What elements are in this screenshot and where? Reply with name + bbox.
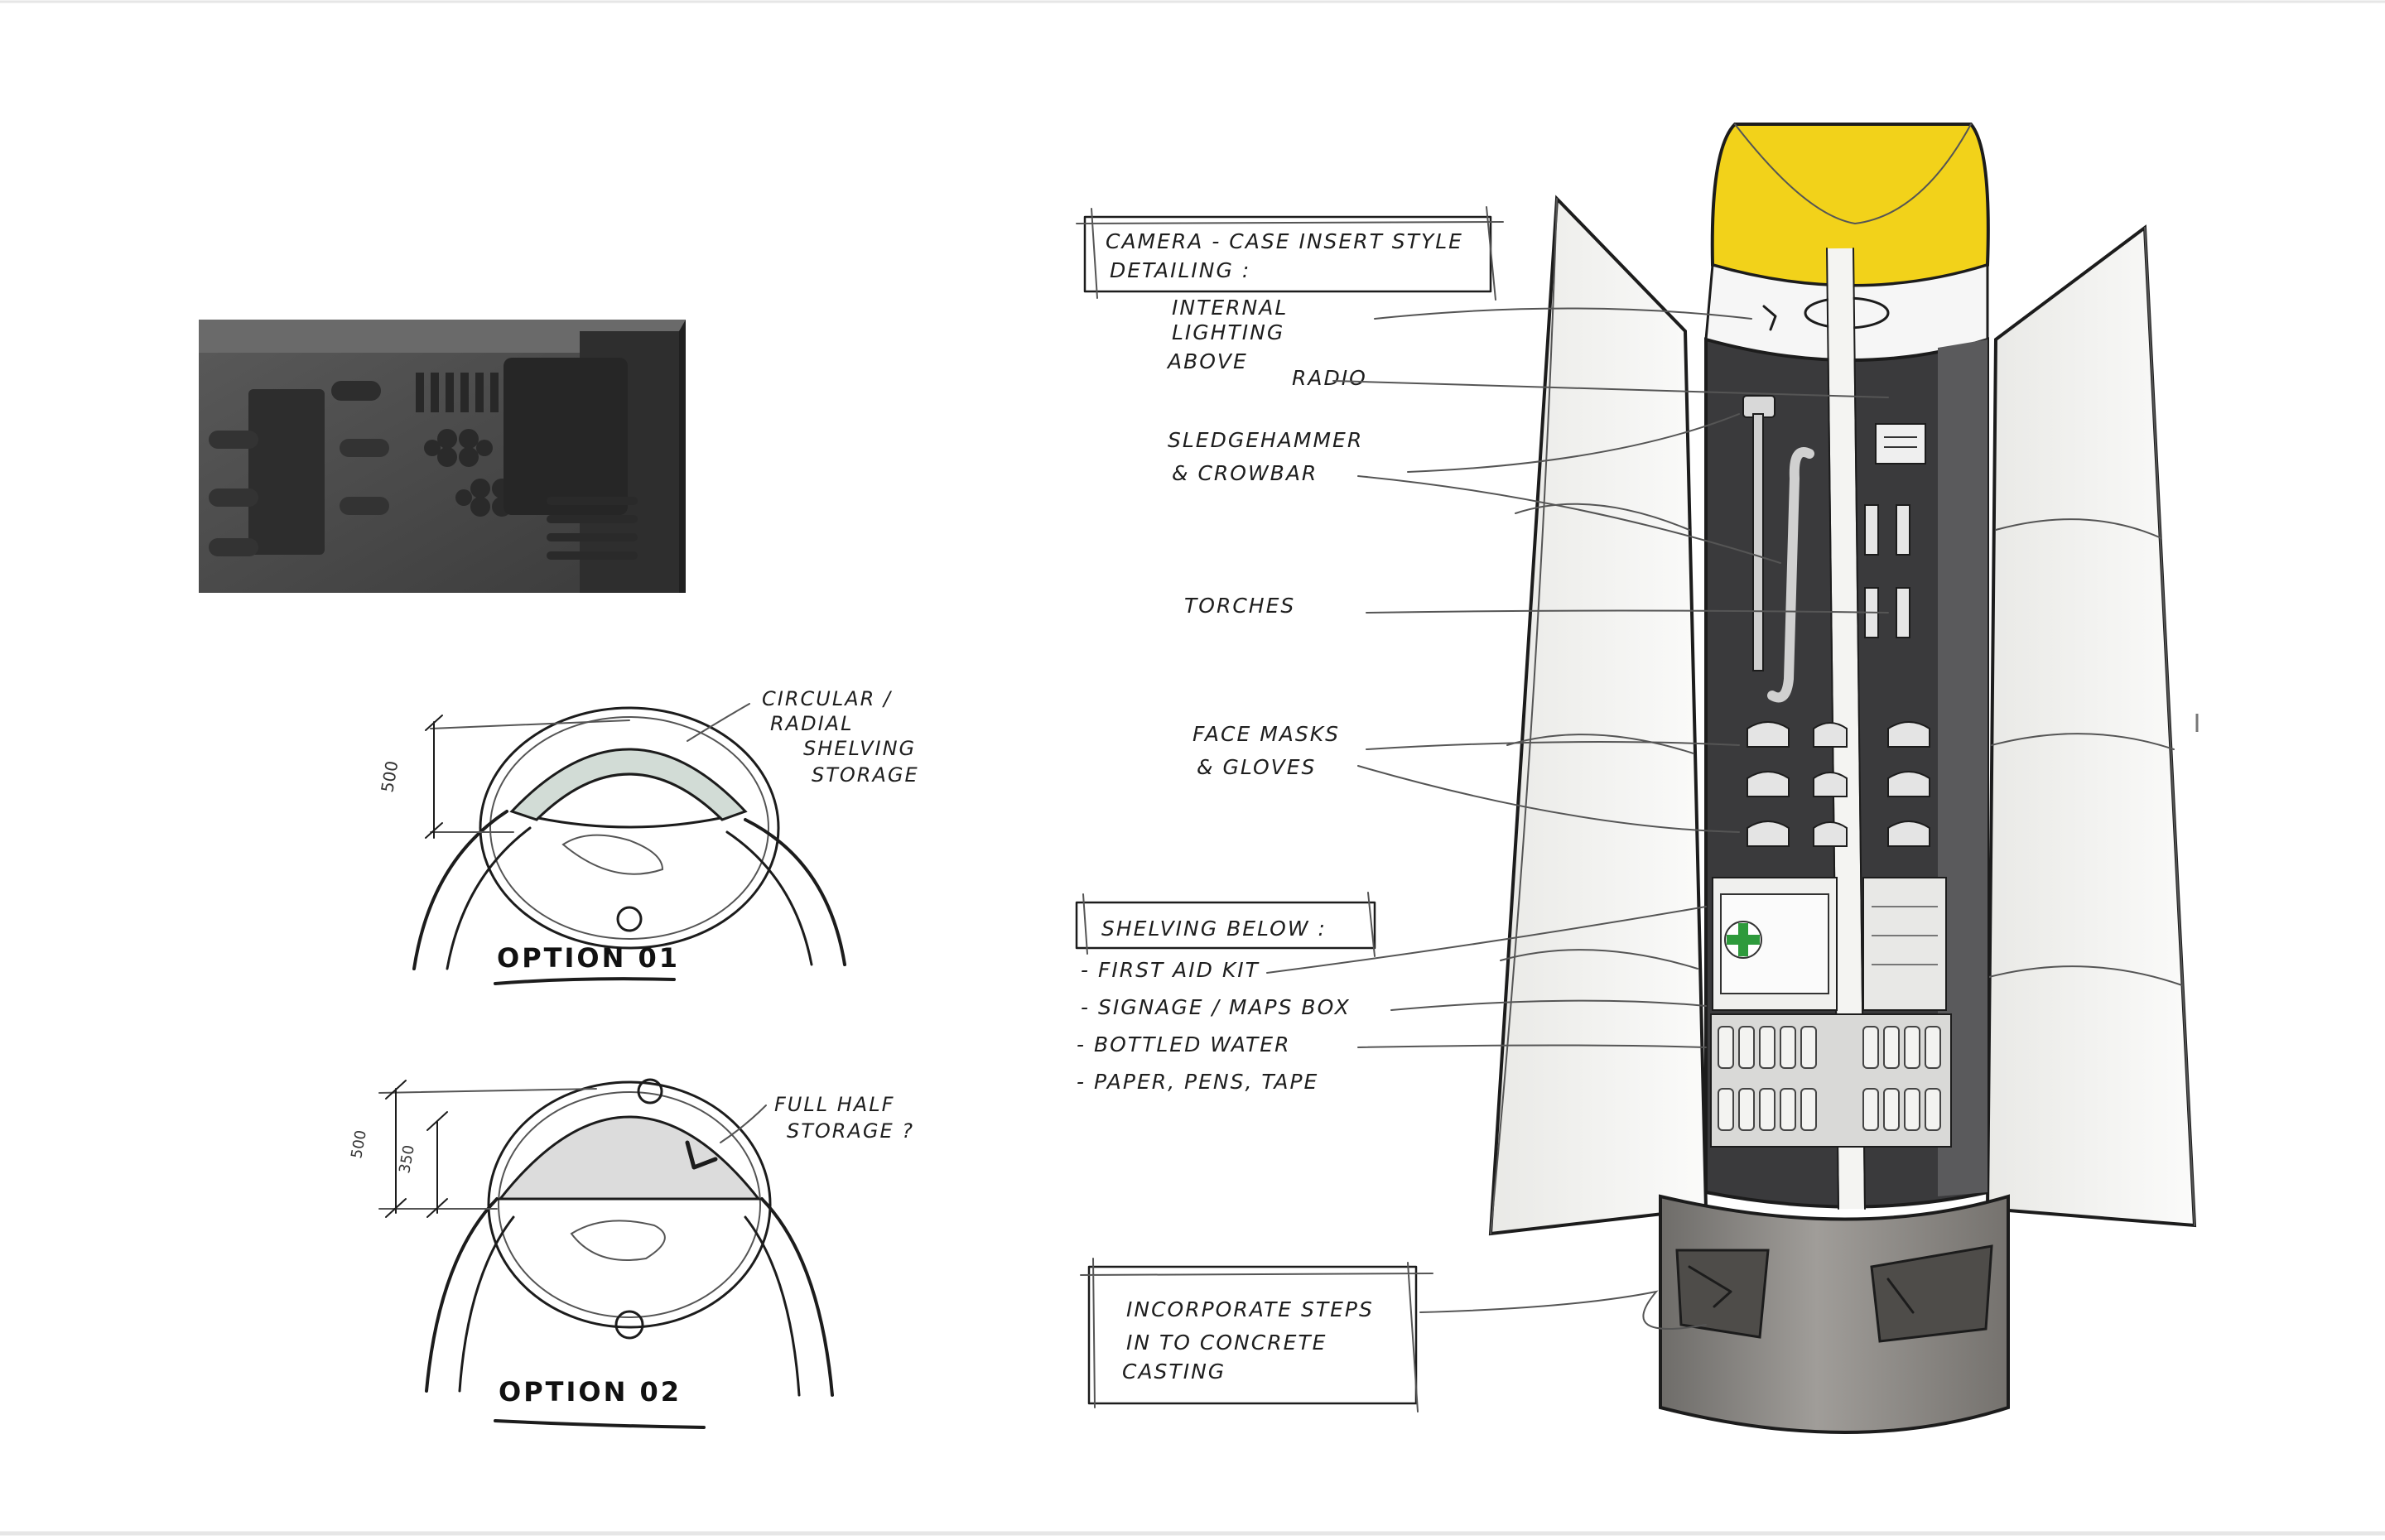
- lighting-line-1: INTERNAL: [1172, 296, 1288, 320]
- steps-line-3: CASTING: [1122, 1360, 1226, 1384]
- option-02-title: OPTION 02: [499, 1376, 682, 1408]
- plan-option-01: 500 CIRCULAR / RADIAL SHELVING STORAGE O…: [377, 687, 919, 985]
- option-01-title: OPTION 01: [497, 942, 680, 974]
- steps-line-1: INCORPORATE STEPS: [1126, 1297, 1374, 1321]
- shelving-title: SHELVING BELOW :: [1101, 917, 1327, 941]
- lighting-line-3: ABOVE: [1166, 349, 1248, 373]
- option-01-dim: 500: [377, 759, 402, 794]
- shelving-item-1: - FIRST AID KIT: [1081, 958, 1260, 982]
- camera-case-photo: [199, 320, 686, 593]
- first-aid-cross-icon: [1727, 923, 1760, 956]
- tower-callouts: CAMERA - CASE INSERT STYLE DETAILING : I…: [1075, 206, 1889, 1412]
- option-01-note-line-2: RADIAL: [770, 712, 853, 735]
- option-01-note-line-4: STORAGE: [812, 763, 919, 787]
- masks-line-1: FACE MASKS: [1192, 722, 1340, 746]
- plan-option-02: 500 350 FULL HALF STORAGE ? OPTION 02: [348, 1078, 914, 1429]
- torches-label: TORCHES: [1184, 594, 1295, 618]
- option-02-note-line-2: STORAGE ?: [787, 1119, 914, 1143]
- shelving-item-2: - SIGNAGE / MAPS BOX: [1081, 995, 1351, 1019]
- shelving-item-3: - BOTTLED WATER: [1077, 1032, 1290, 1056]
- sledgehammer-line-2: & CROWBAR: [1172, 461, 1318, 485]
- camera-case-line-2: DETAILING :: [1110, 258, 1250, 282]
- option-01-note-line-3: SHELVING: [803, 737, 916, 760]
- lighting-line-4: RADIO: [1292, 366, 1367, 390]
- masks-line-2: & GLOVES: [1197, 755, 1316, 779]
- option-02-dim-inner: 350: [396, 1143, 418, 1174]
- camera-case-line-1: CAMERA - CASE INSERT STYLE: [1106, 229, 1463, 253]
- storage-tower-sketch: [1488, 123, 2197, 1434]
- option-02-dim-outer: 500: [348, 1129, 370, 1159]
- sledgehammer-line-1: SLEDGEHAMMER: [1168, 428, 1363, 452]
- option-02-note-line-1: FULL HALF: [774, 1093, 894, 1116]
- steps-line-2: IN TO CONCRETE: [1126, 1331, 1327, 1355]
- shelving-item-4: - PAPER, PENS, TAPE: [1077, 1070, 1318, 1094]
- option-01-note-line-1: CIRCULAR /: [762, 687, 893, 710]
- lighting-line-2: LIGHTING: [1172, 320, 1284, 344]
